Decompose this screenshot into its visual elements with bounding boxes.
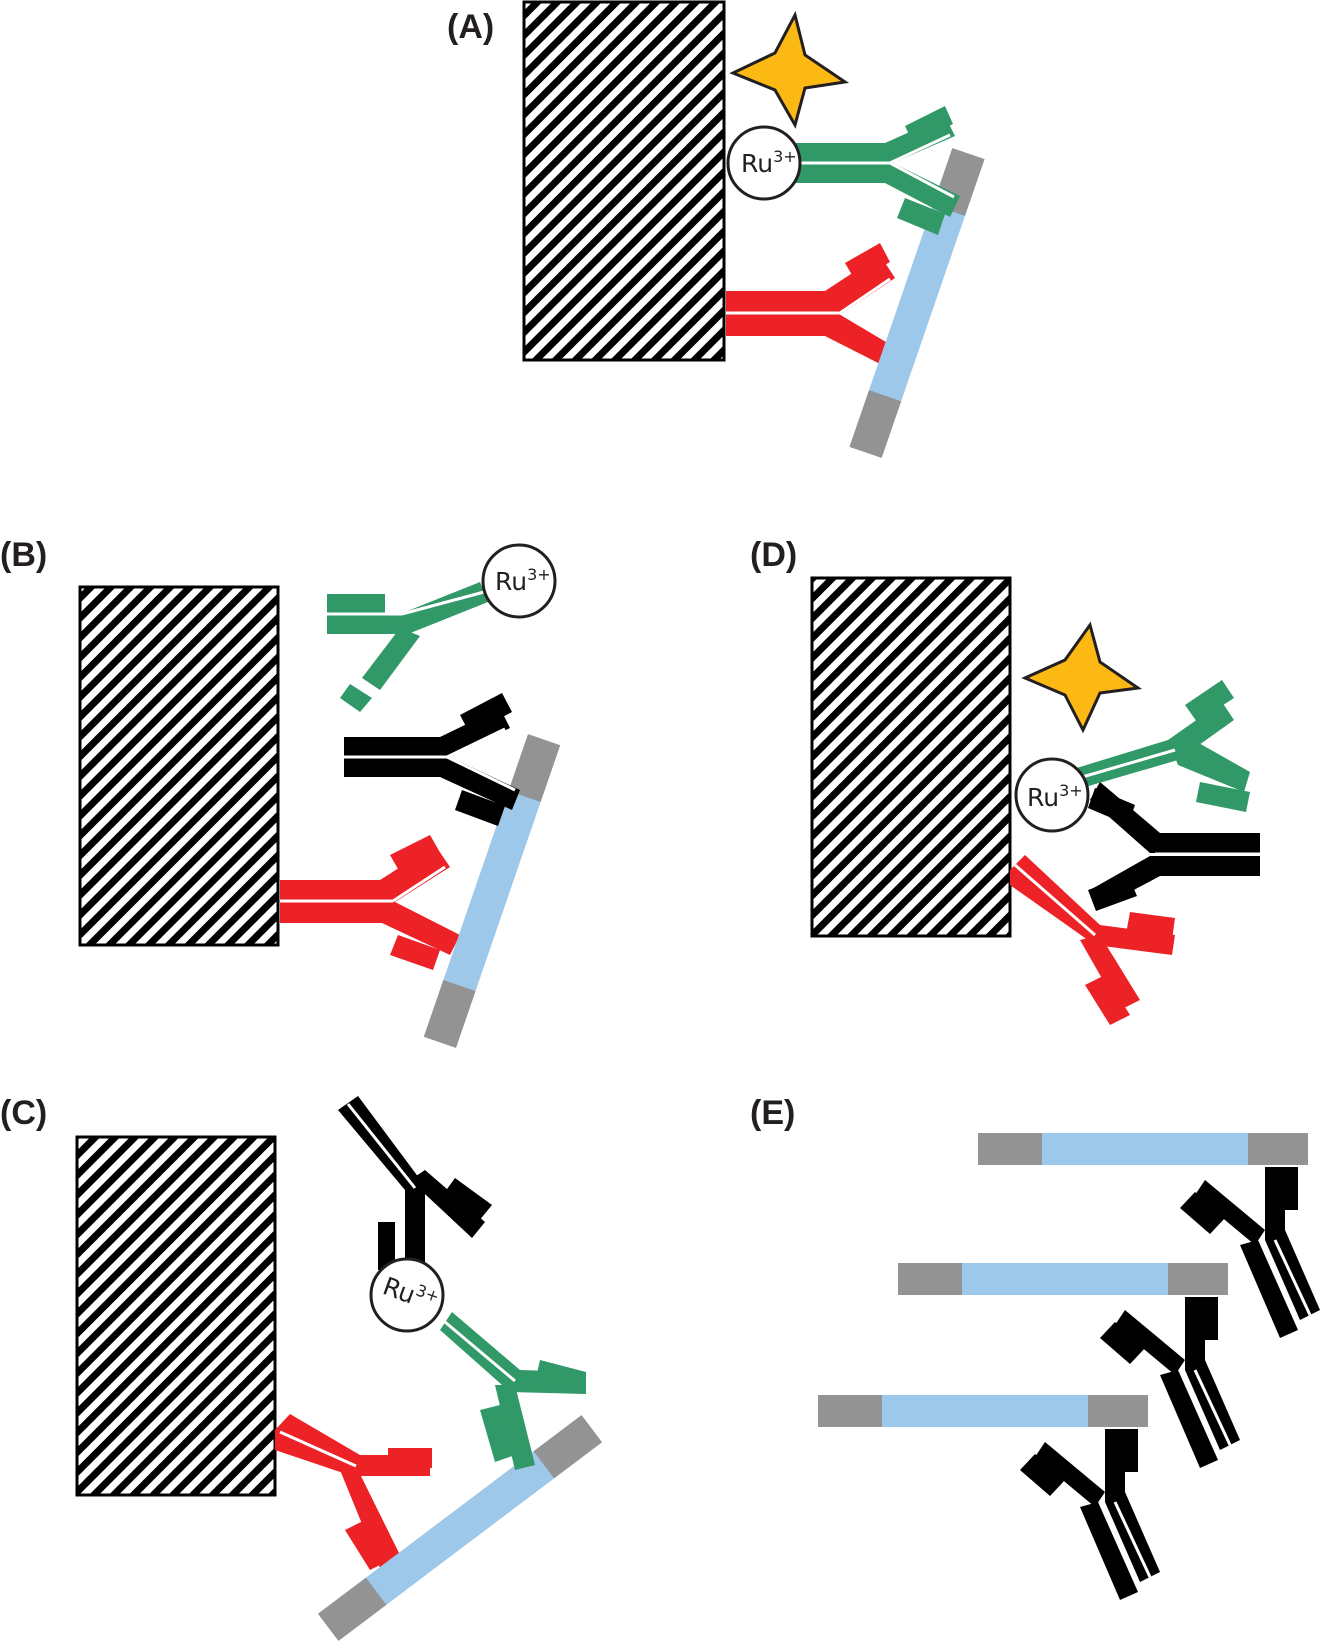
capture-antibody <box>726 243 900 368</box>
analyte-rod <box>818 1395 1148 1427</box>
panel-d: (D) Ru3+ <box>750 536 1260 1025</box>
analyte-rod <box>978 1133 1308 1165</box>
capture-antibody <box>280 835 460 970</box>
analyte-rod <box>423 734 561 1048</box>
capture-antibody <box>1010 855 1175 1025</box>
ruthenium-label: Ru3+ <box>726 125 802 201</box>
capture-antibody <box>275 1414 432 1570</box>
panel-e: (E) <box>750 1094 1320 1600</box>
svg-text:Ru3+: Ru3+ <box>1027 781 1083 812</box>
analyte-rod <box>317 1415 603 1641</box>
interfering-antibody <box>1180 1167 1320 1338</box>
panel-label-d: (D) <box>750 536 797 574</box>
detection-antibody <box>1070 680 1250 812</box>
panel-a: (A) Ru3+ <box>447 0 985 458</box>
interfering-antibody <box>1088 782 1260 911</box>
detection-antibody <box>327 582 488 712</box>
emission-star-icon <box>1021 621 1143 734</box>
electrode-block <box>75 1135 277 1497</box>
interfering-antibody <box>1020 1429 1160 1600</box>
panel-label-c: (C) <box>0 1094 47 1132</box>
svg-text:Ru3+: Ru3+ <box>741 147 797 178</box>
interfering-antibody <box>344 693 520 826</box>
electrode-block <box>522 0 726 362</box>
svg-text:Ru3+: Ru3+ <box>495 565 551 596</box>
ruthenium-label: Ru3+ <box>481 543 557 619</box>
panel-label-a: (A) <box>447 8 494 46</box>
detection-antibody <box>795 106 960 235</box>
detection-antibody <box>440 1312 586 1470</box>
panel-label-e: (E) <box>750 1094 795 1132</box>
emission-star-icon <box>729 10 850 129</box>
interfering-antibody <box>338 1096 492 1270</box>
panel-label-b: (B) <box>0 536 47 574</box>
electrode-block <box>810 576 1012 938</box>
ruthenium-label: Ru3+ <box>369 1257 445 1333</box>
panel-b: (B) <box>0 536 561 1048</box>
ruthenium-label: Ru3+ <box>1014 757 1090 833</box>
electrode-block <box>78 585 280 947</box>
panel-c: (C) <box>0 1094 603 1641</box>
interfering-antibody <box>1100 1297 1240 1468</box>
analyte-rod <box>898 1263 1228 1295</box>
